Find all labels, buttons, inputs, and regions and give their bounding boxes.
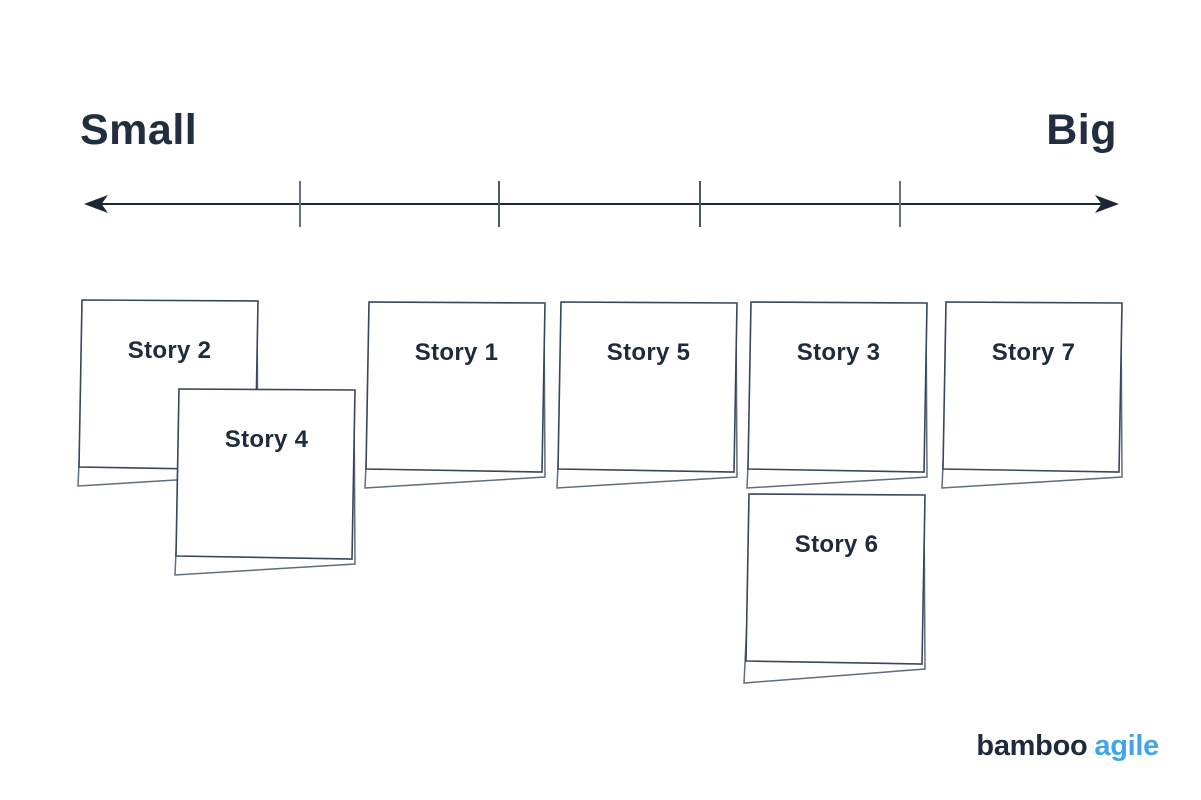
story-card-6[interactable]: Story 6	[743, 493, 926, 684]
story-card-label: Story 4	[224, 426, 309, 453]
story-card-1[interactable]: Story 1	[364, 301, 546, 489]
axis-arrow-right-icon	[1095, 195, 1119, 213]
sticky-note-front-sheet	[942, 301, 1123, 473]
story-card-5[interactable]: Story 5	[556, 301, 738, 489]
story-card-label: Story 2	[127, 337, 212, 364]
story-card-7[interactable]: Story 7	[941, 301, 1123, 489]
sticky-note-front-sheet	[365, 301, 546, 473]
sticky-note-sheets	[174, 388, 356, 576]
sticky-note-front-sheet	[175, 388, 356, 560]
scale-label-big: Big	[1046, 106, 1117, 154]
sticky-note-front-sheet	[747, 301, 928, 473]
logo-text-bamboo: bamboo	[976, 730, 1088, 762]
logo-text-agile: agile	[1094, 730, 1159, 762]
sticky-note-sheets	[364, 301, 546, 489]
story-card-label: Story 7	[991, 339, 1076, 366]
sticky-note-sheets	[743, 493, 926, 684]
story-card-label: Story 1	[414, 339, 499, 366]
sticky-note-sheets	[556, 301, 738, 489]
sticky-note-front-sheet	[557, 301, 738, 473]
sticky-note-sheets	[941, 301, 1123, 489]
size-axis	[84, 181, 1119, 227]
sticky-note-front-sheet	[745, 493, 926, 665]
story-card-label: Story 3	[796, 339, 881, 366]
story-card-3[interactable]: Story 3	[746, 301, 928, 489]
story-card-4[interactable]: Story 4	[174, 388, 356, 576]
sticky-note-sheets	[746, 301, 928, 489]
story-card-label: Story 6	[794, 531, 879, 558]
scale-label-small: Small	[80, 106, 198, 154]
story-card-label: Story 5	[606, 339, 691, 366]
axis-arrow-left-icon	[84, 195, 108, 213]
